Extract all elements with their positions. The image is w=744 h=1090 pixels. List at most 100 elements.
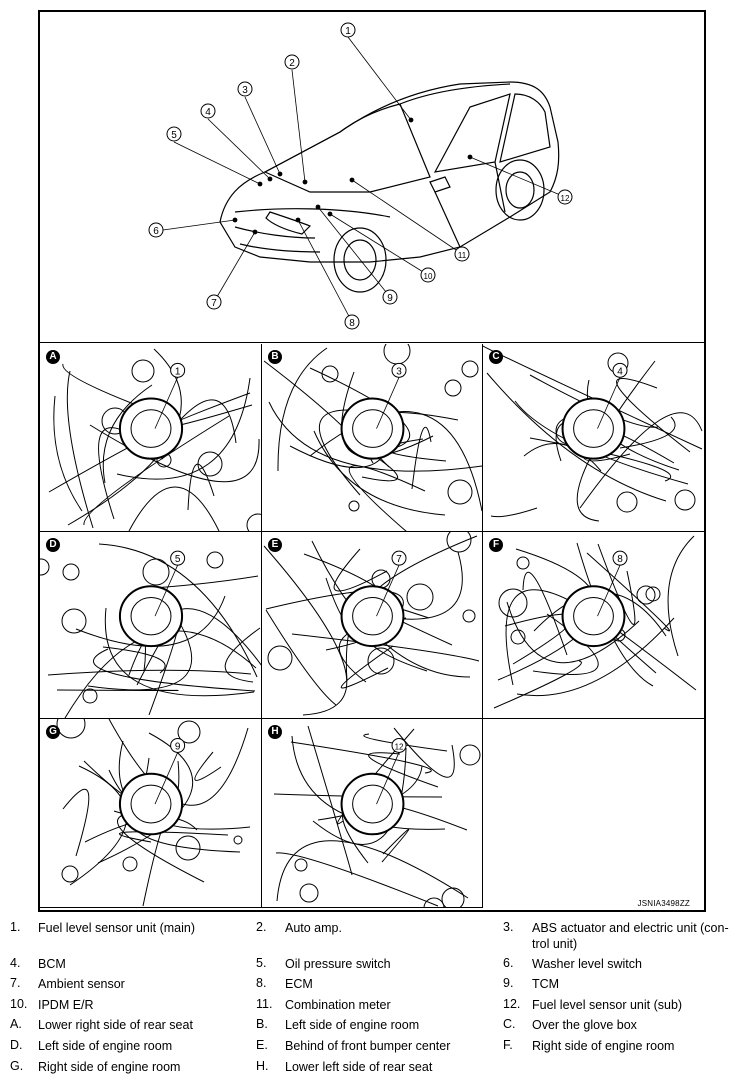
callout-2: 2 (284, 54, 300, 70)
callout-10: 10 (420, 267, 436, 283)
legend-item-text: Oil pressure switch (285, 957, 391, 971)
legend-item-text: Fuel level sensor unit (sub) (532, 998, 683, 1012)
legend-item-text: BCM (38, 957, 66, 971)
legend-item-number: A. (10, 1017, 22, 1031)
panel-c-sketch: 4 (483, 345, 703, 522)
panel-label: H (268, 725, 282, 739)
legend-item-number: C. (503, 1017, 516, 1031)
legend-item-text: trol unit) (532, 937, 578, 951)
legend-item-number: 1. (10, 920, 21, 934)
legend-row: trol unit) (0, 936, 744, 954)
panel-h: 12 H (262, 719, 483, 908)
callout-5: 5 (166, 126, 182, 142)
legend-item-text: Behind of front bumper center (285, 1039, 451, 1053)
legend-item-number: 4. (10, 956, 21, 970)
svg-text:7: 7 (396, 554, 402, 565)
vehicle-overview-illustration: 1 2 3 4 5 6 7 8 9 10 11 12 (40, 12, 704, 342)
legend-item-number: E. (256, 1038, 268, 1052)
legend-item-text: Fuel level sensor unit (main) (38, 921, 196, 935)
svg-text:4: 4 (205, 107, 211, 118)
svg-text:5: 5 (171, 130, 177, 141)
callout-7: 7 (206, 294, 222, 310)
legend-item-number: H. (256, 1059, 269, 1073)
svg-text:9: 9 (175, 741, 181, 752)
legend-item-number: 11. (256, 997, 273, 1011)
legend-row: 10. IPDM E/R 11. Combination meter 12. Fuel l… (0, 997, 744, 1015)
vehicle-outline: 1 2 3 4 5 6 7 8 9 10 11 12 (148, 22, 573, 330)
panel-b-sketch: 3 (263, 344, 482, 531)
legend-item-text: Right side of engine room (532, 1039, 675, 1053)
svg-text:1: 1 (175, 366, 181, 377)
legend-item-text: ECM (285, 977, 313, 991)
legend-item-number: 6. (503, 956, 514, 970)
legend-item-text: Over the glove box (532, 1018, 637, 1032)
legend-item-number: 5. (256, 956, 267, 970)
legend-item-text: Ambient sensor (38, 977, 125, 991)
legend-row: G. Right side of engine room H. Lower left … (0, 1059, 744, 1077)
panel-e-sketch: 7 (263, 532, 480, 716)
svg-text:2: 2 (289, 58, 295, 69)
legend-item-number: 8. (256, 976, 267, 990)
legend-item-number: F. (503, 1038, 513, 1052)
legend-item-text: Right side of engine room (38, 1060, 181, 1074)
panel-label: C (489, 350, 503, 364)
legend-row: D. Left side of engine room E. Behind of fr… (0, 1038, 744, 1056)
panel-h-sketch: 12 (273, 725, 481, 907)
panel-d-sketch: 5 (40, 543, 261, 718)
callout-11: 11 (454, 246, 470, 262)
svg-text:9: 9 (387, 293, 393, 304)
callout-9: 9 (382, 289, 398, 305)
legend-item-text: Left side of engine room (38, 1039, 173, 1053)
svg-text:5: 5 (175, 554, 181, 565)
callout-1: 1 (340, 22, 356, 38)
legend-item-number: 3. (503, 920, 514, 934)
legend-item-number: 9. (503, 976, 514, 990)
svg-text:12: 12 (561, 194, 570, 203)
panel-label: F (489, 538, 503, 552)
legend-row: 1. Fuel level sensor unit (main) 2. Auto am… (0, 920, 744, 938)
legend-item-text: Lower left side of rear seat (285, 1060, 433, 1074)
legend-item-number: 2. (256, 920, 267, 934)
svg-text:11: 11 (458, 251, 467, 260)
legend-item-text: Auto amp. (285, 921, 342, 935)
legend-item-text: ABS actuator and electric unit (con- (532, 921, 729, 935)
panel-label: A (46, 350, 60, 364)
legend-item-number: D. (10, 1038, 23, 1052)
svg-text:4: 4 (617, 366, 623, 377)
svg-text:10: 10 (424, 272, 433, 281)
svg-text:3: 3 (242, 85, 248, 96)
callout-8: 8 (344, 314, 360, 330)
legend-item-number: G. (10, 1059, 24, 1073)
legend-item-number: 10. (10, 997, 28, 1011)
svg-text:12: 12 (395, 742, 404, 751)
svg-text:8: 8 (617, 554, 623, 565)
legend-item-number: 7. (10, 976, 21, 990)
panel-label: D (46, 538, 60, 552)
svg-text:8: 8 (349, 318, 355, 329)
panel-label: B (268, 350, 282, 364)
panel-label: E (268, 538, 282, 552)
legend-row: 4. BCM 5. Oil pressure switch 6. Washer level… (0, 956, 744, 974)
svg-text:1: 1 (345, 26, 351, 37)
callout-4: 4 (200, 103, 216, 119)
legend-item-text: TCM (532, 977, 560, 991)
legend-row: 7. Ambient sensor 8. ECM 9. TCM (0, 976, 744, 994)
legend-item-text: IPDM E/R (38, 998, 94, 1012)
svg-text:6: 6 (153, 226, 159, 237)
panel-f-sketch: 8 (493, 535, 697, 709)
callout-6: 6 (148, 222, 164, 238)
callout-3: 3 (237, 81, 253, 97)
legend-item-text: Combination meter (285, 998, 391, 1012)
panel-g-sketch: 9 (56, 719, 251, 907)
legend-item-text: Washer level switch (532, 957, 642, 971)
legend-item-number: 12. (503, 997, 521, 1011)
